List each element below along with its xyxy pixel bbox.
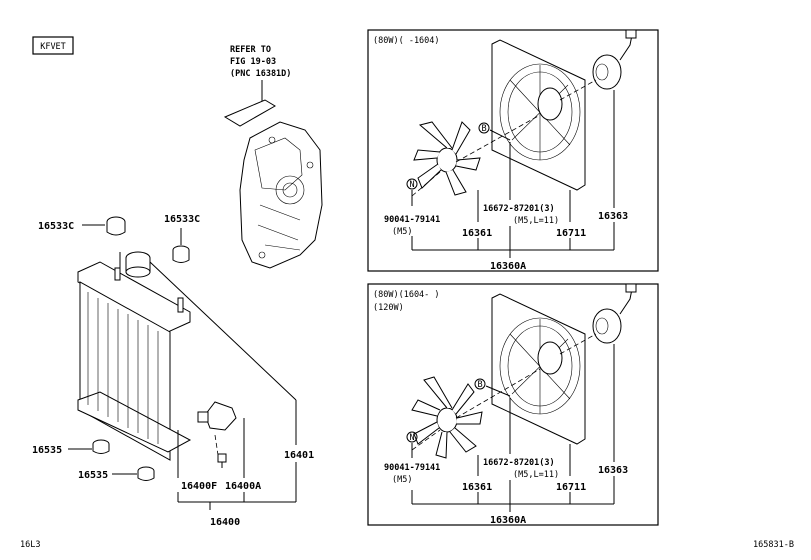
top-label-16361: 16361: [462, 228, 492, 239]
top-label-16360a: 16360A: [490, 261, 526, 272]
bottom-screw-spec: (M5,L=11): [513, 470, 559, 480]
top-label-16711: 16711: [556, 228, 586, 239]
refer-note-line-3: (PNC 16381D): [230, 69, 291, 79]
engine-code-box: KFVET: [32, 36, 74, 55]
bottom-label-16711: 16711: [556, 482, 586, 493]
bottom-label-16361: 16361: [462, 482, 492, 493]
bottom-label-16363: 16363: [598, 465, 628, 476]
drain-cock-drawing: [197, 401, 237, 468]
refer-note-line-2: FIG 19-03: [230, 57, 276, 67]
top-nut-spec: (M5): [392, 227, 412, 237]
top-badge-b: B: [478, 122, 511, 141]
cushion-16533c-right: 16533C: [164, 214, 200, 263]
bottom-panel-spec-a: (80W)(1604- ): [373, 290, 440, 300]
bottom-shroud-drawing: [491, 293, 586, 445]
top-motor-drawing: [592, 29, 637, 90]
svg-text:B: B: [477, 380, 482, 390]
top-panel-spec: (80W)( -1604): [373, 36, 440, 46]
top-screw-part: 16672-87201(3): [483, 204, 555, 214]
top-fan-drawing: [413, 121, 481, 196]
refer-note: REFER TO FIG 19-03 (PNC 16381D): [230, 45, 291, 102]
fan-panel-bottom: (80W)(1604- ) (120W): [367, 283, 659, 526]
footer-right-code: 165831-B: [753, 540, 794, 550]
label-16533c-right: 16533C: [164, 214, 200, 225]
bottom-screw-part: 16672-87201(3): [483, 458, 555, 468]
bottom-label-16360a: 16360A: [490, 515, 526, 526]
bottom-motor-drawing: [592, 283, 637, 344]
top-label-16363: 16363: [598, 211, 628, 222]
cushion-16535-upper: 16535: [32, 439, 110, 456]
top-screw-spec: (M5,L=11): [513, 216, 559, 226]
bottom-panel-spec-b: (120W): [373, 303, 404, 313]
bottom-badge-n: N: [406, 431, 418, 443]
radiator-drawing: [77, 251, 192, 461]
cushion-16533c-left: 16533C: [38, 216, 126, 236]
cushion-16535-lower: 16535: [78, 466, 155, 481]
bottom-badge-b: B: [474, 378, 511, 397]
leader-lines-left: [149, 261, 297, 510]
top-nut-part: 90041-79141: [384, 215, 440, 225]
refer-note-line-1: REFER TO: [230, 45, 271, 55]
label-16400f: 16400F: [181, 481, 217, 492]
bottom-nut-part: 90041-79141: [384, 463, 440, 473]
bottom-fan-drawing: [411, 376, 483, 459]
label-16401: 16401: [284, 450, 314, 461]
fan-panel-top: (80W)( -1604): [367, 29, 659, 272]
label-16533c-left: 16533C: [38, 221, 74, 232]
label-16535-lower: 16535: [78, 470, 108, 481]
engine-code: KFVET: [40, 42, 66, 52]
svg-text:N: N: [409, 180, 414, 190]
top-badge-n: N: [406, 178, 418, 190]
svg-text:N: N: [409, 433, 414, 443]
svg-text:B: B: [481, 124, 486, 134]
timing-cover-drawing: [223, 99, 323, 269]
bottom-nut-spec: (M5): [392, 475, 412, 485]
label-16400: 16400: [210, 517, 240, 528]
label-16535-upper: 16535: [32, 445, 62, 456]
label-16400a: 16400A: [225, 481, 261, 492]
top-shroud-drawing: [491, 39, 586, 191]
footer-left-code: 16L3: [20, 540, 40, 550]
